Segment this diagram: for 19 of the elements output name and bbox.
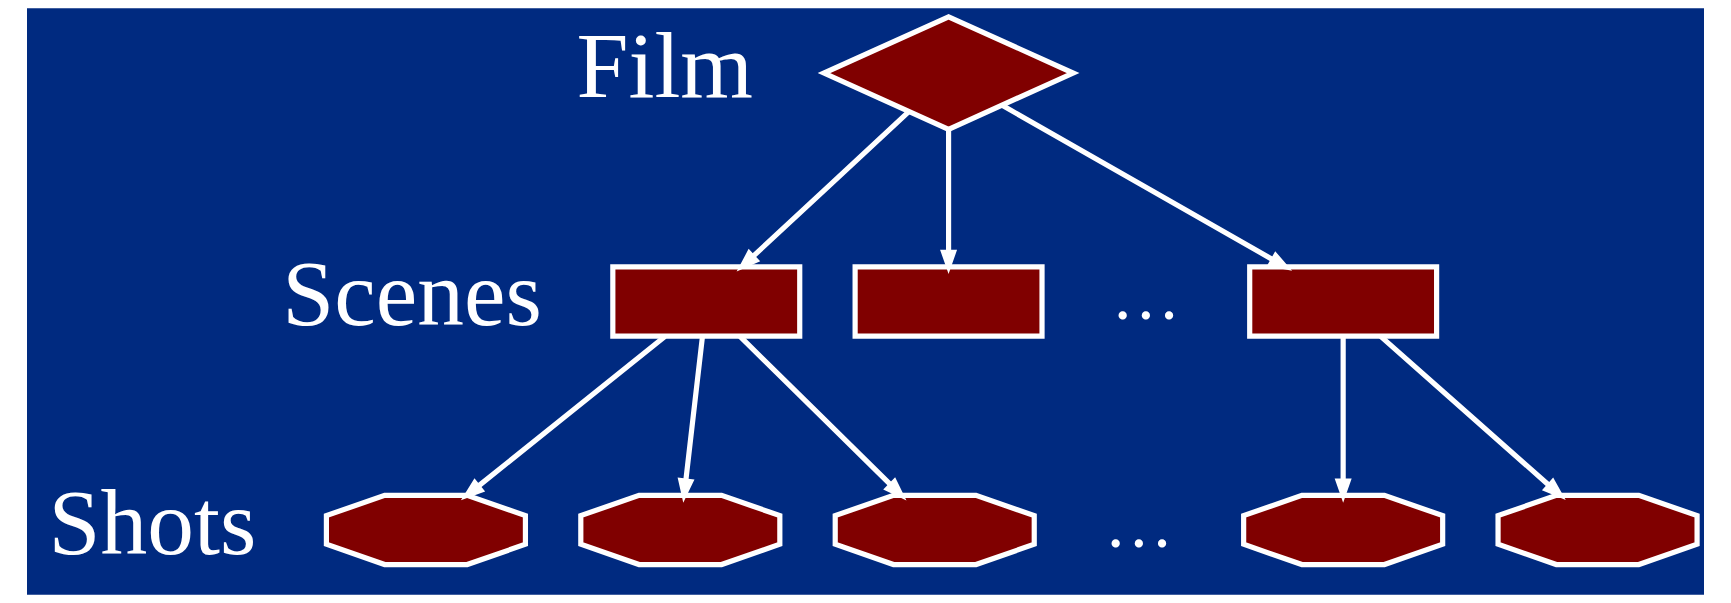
arrow xyxy=(1001,103,1293,271)
node-box xyxy=(610,264,803,339)
label: Shots xyxy=(48,470,257,574)
arrow xyxy=(677,336,706,503)
arrow xyxy=(736,110,911,272)
node-diamond xyxy=(817,13,1080,133)
label: Scenes xyxy=(282,242,542,346)
label: … xyxy=(1104,485,1174,563)
label: … xyxy=(1111,256,1181,334)
arrow xyxy=(1334,336,1352,503)
node-octagon xyxy=(1495,492,1700,568)
node-octagon xyxy=(832,492,1037,568)
node-octagon xyxy=(578,492,783,568)
node-octagon xyxy=(1241,492,1446,568)
label: Film xyxy=(576,13,754,117)
node-box xyxy=(852,264,1045,339)
node-octagon xyxy=(323,492,529,568)
arrow xyxy=(940,129,958,275)
node-box xyxy=(1247,264,1440,339)
